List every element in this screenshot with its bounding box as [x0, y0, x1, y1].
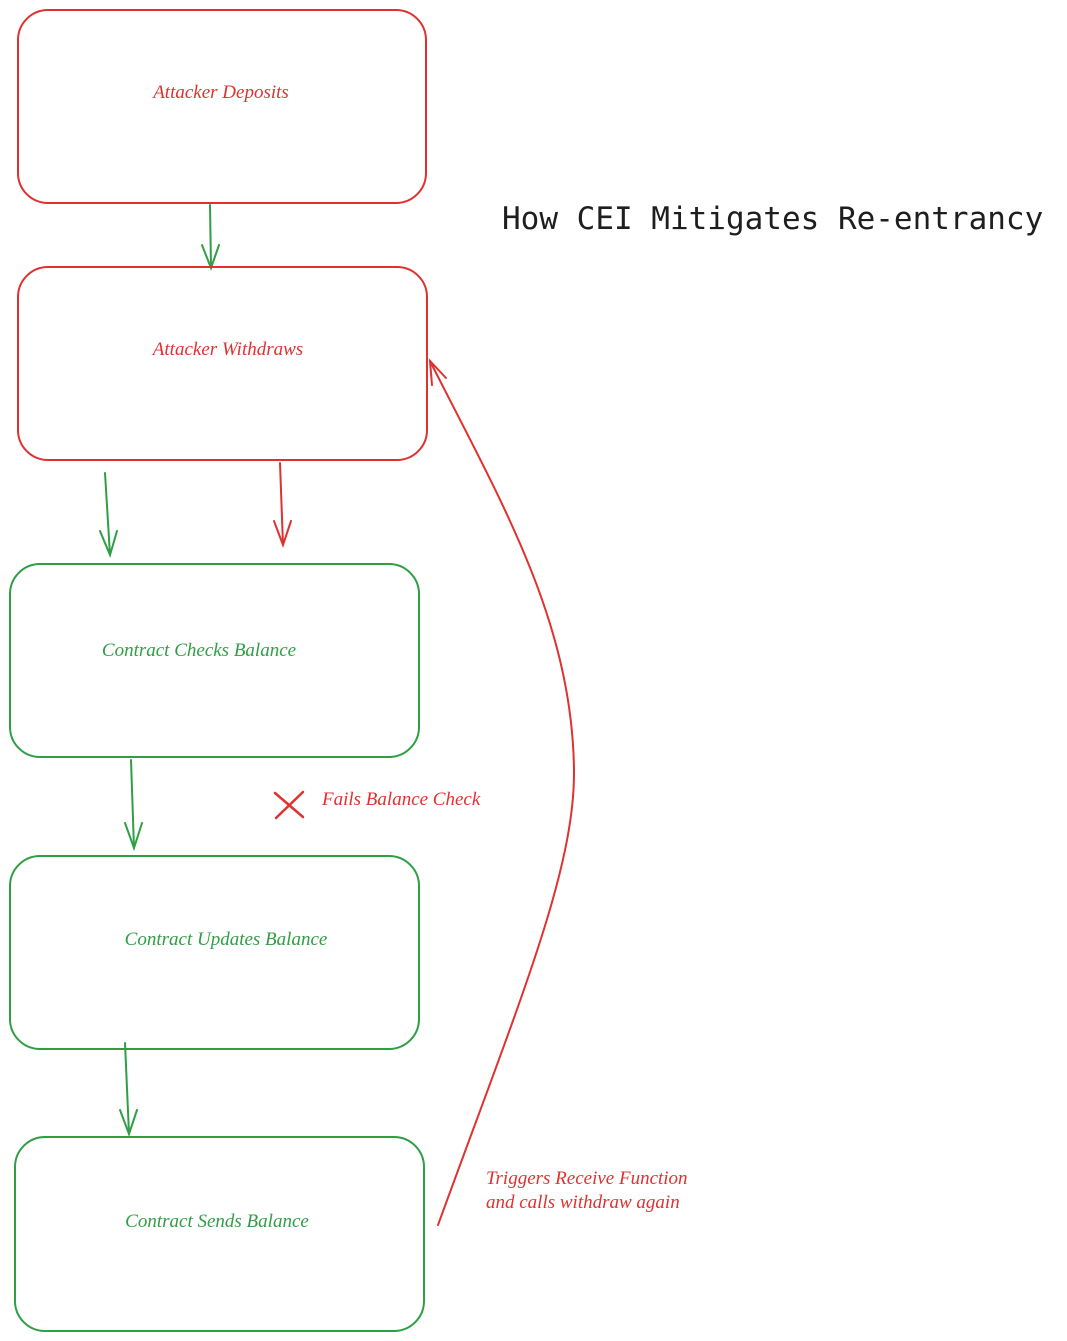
- reentry-annotation: Triggers Receive Function and calls with…: [486, 1168, 688, 1213]
- box-attacker-withdraws[interactable]: Attacker Withdraws: [17, 266, 428, 461]
- arrow-shaft: [104, 472, 111, 556]
- box-border: [14, 1136, 425, 1332]
- box-label: Contract Sends Balance: [125, 1211, 309, 1232]
- box-contract-checks-balance[interactable]: Contract Checks Balance: [9, 563, 420, 758]
- diagram-title: How CEI Mitigates Re-entrancy: [502, 201, 1043, 237]
- box-contract-updates-balance[interactable]: Contract Updates Balance: [9, 855, 420, 1050]
- arrow-check-to-update: [124, 759, 143, 852]
- box-attacker-deposits[interactable]: Attacker Deposits: [17, 9, 427, 204]
- arrow-shaft: [279, 462, 284, 546]
- arrow-head: [99, 530, 118, 558]
- arrow-reentry-withdraw-to-check: [273, 462, 292, 548]
- arrow-head: [428, 358, 447, 386]
- arrow-deposit-to-withdraw: [201, 204, 220, 271]
- reentry-label-line1: Triggers Receive Function: [486, 1168, 688, 1189]
- box-label: Contract Checks Balance: [102, 640, 296, 661]
- arrow-head: [273, 520, 292, 548]
- arrow-shaft: [429, 360, 576, 1226]
- arrow-head: [119, 1109, 138, 1137]
- box-border: [17, 266, 428, 461]
- box-border: [9, 563, 420, 758]
- box-label: Attacker Withdraws: [151, 339, 303, 360]
- arrow-shaft: [130, 759, 135, 849]
- fails-balance-check-label: Fails Balance Check: [321, 789, 481, 810]
- box-label: Contract Updates Balance: [125, 929, 328, 950]
- reentry-label-line2: and calls withdraw again: [486, 1192, 680, 1213]
- arrow-head: [124, 822, 143, 852]
- box-contract-sends-balance[interactable]: Contract Sends Balance: [14, 1136, 425, 1332]
- arrow-withdraw-to-check: [99, 472, 118, 558]
- arrow-shaft: [209, 204, 212, 269]
- box-label: Attacker Deposits: [151, 82, 289, 103]
- arrow-shaft: [124, 1042, 130, 1135]
- arrow-update-to-send: [119, 1042, 138, 1137]
- arrow-reentry-loop: [428, 358, 576, 1226]
- box-border: [17, 9, 427, 204]
- fails-balance-check-annotation: Fails Balance Check: [273, 789, 481, 820]
- x-mark-icon: [273, 790, 305, 820]
- box-border: [9, 855, 420, 1050]
